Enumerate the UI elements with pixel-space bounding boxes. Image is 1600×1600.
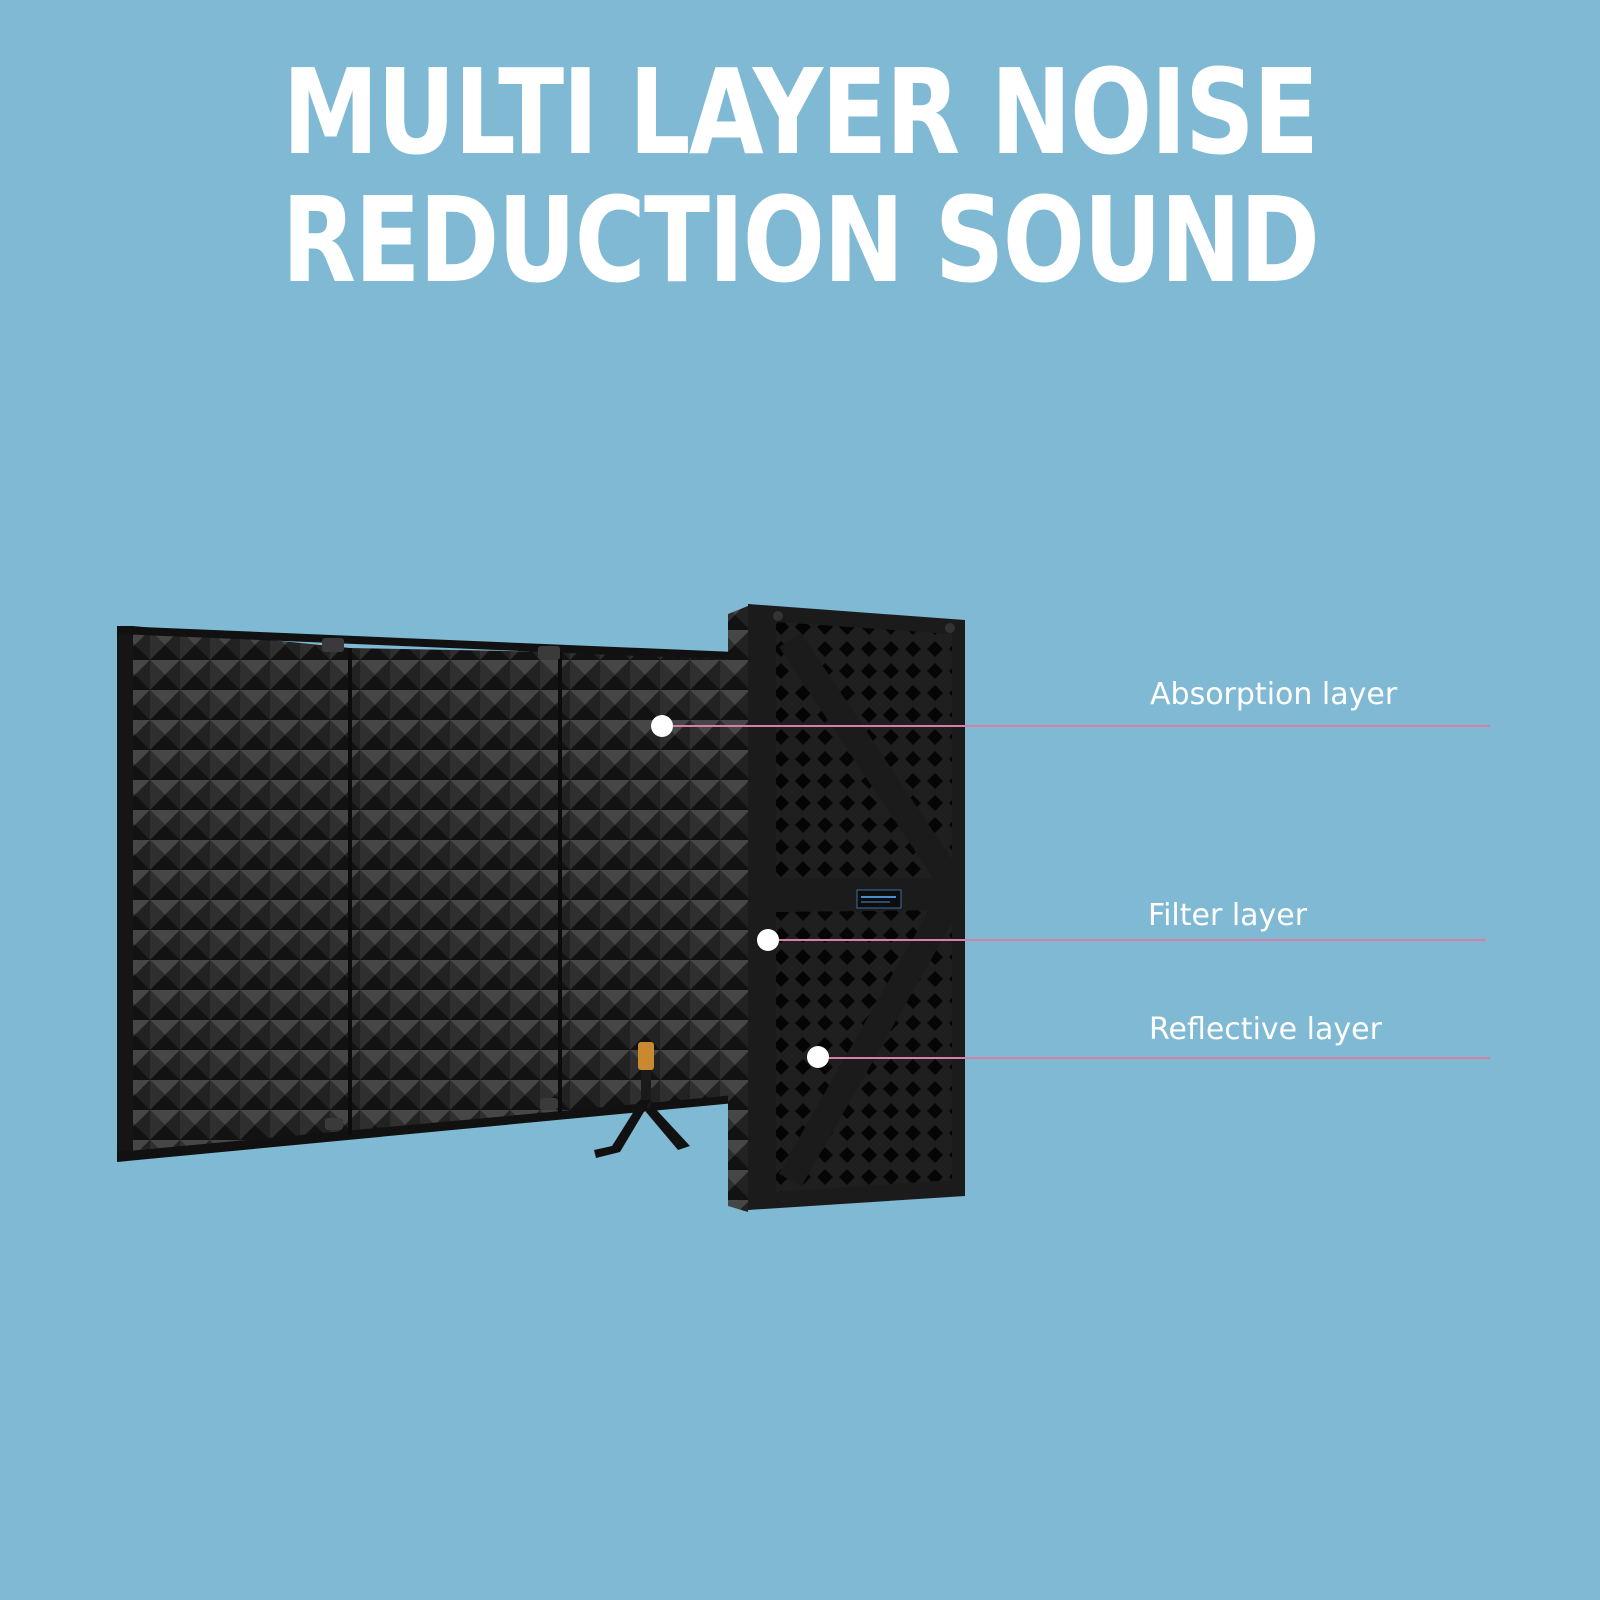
callout-filter (757, 929, 1486, 951)
reflective-layer-label: Reflective layer (1149, 1012, 1382, 1047)
callout-absorption (651, 715, 1490, 737)
callout-reflective (807, 1046, 1490, 1068)
foam-panels (117, 626, 735, 1162)
absorption-layer-label: Absorption layer (1150, 677, 1398, 712)
front-perforated-panel (728, 604, 965, 1212)
headline-line-2: REDUCTION SOUND (281, 171, 1320, 309)
mount-bracket (594, 1042, 690, 1158)
headline: MULTI LAYER NOISE REDUCTION SOUND (144, 48, 1456, 304)
headline-line-1: MULTI LAYER NOISE (282, 43, 1320, 181)
filter-layer-label: Filter layer (1148, 898, 1308, 933)
